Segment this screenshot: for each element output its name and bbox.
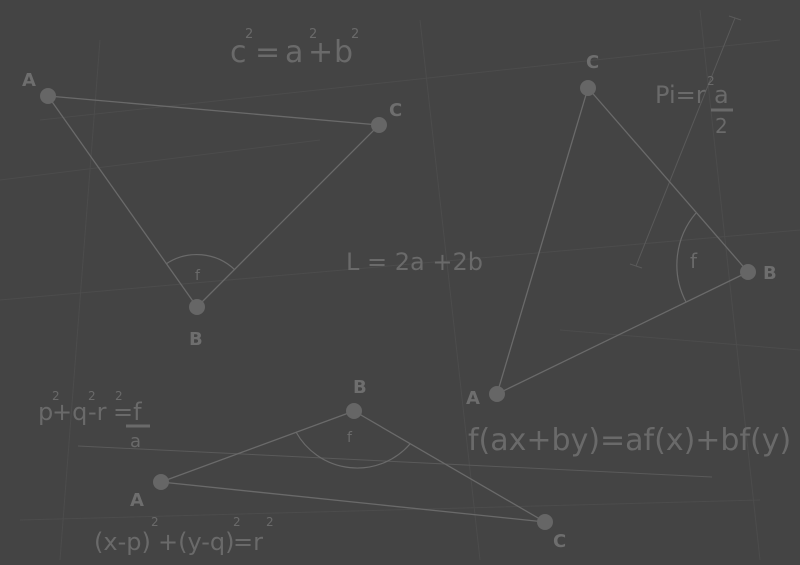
exponent-yq: 2	[233, 515, 241, 529]
edge-ab	[160, 410, 355, 483]
exponent-r: 2	[707, 74, 715, 88]
vertex-c	[537, 514, 553, 530]
triangle-right: C B A f	[466, 15, 777, 409]
vertex-label-c: C	[389, 100, 402, 121]
vertex-b	[189, 299, 205, 315]
guide-line	[77, 445, 713, 478]
edge-ba	[496, 271, 749, 395]
vertex-label-b: B	[189, 329, 203, 350]
vertex-label-c: C	[586, 52, 599, 73]
formula-linearity: f(ax+by)=af(x)+bf(y)	[468, 423, 791, 458]
formula-sum-squares: p 2 +q 2 -r 2 =f a	[38, 389, 150, 452]
formula-a: a	[285, 35, 303, 70]
exponent-p: 2	[52, 389, 60, 403]
formula-plus: +	[308, 35, 333, 70]
vertex-c	[371, 117, 387, 133]
exponent-q: 2	[88, 389, 96, 403]
vertex-a	[40, 88, 56, 104]
formula-perimeter: L = 2a +2b	[346, 248, 483, 276]
exponent-c: 2	[245, 27, 253, 42]
exponent-xp: 2	[151, 515, 159, 529]
guide-line	[635, 17, 736, 267]
formula-y-q: +(y-q)	[158, 528, 235, 556]
exponent-r: 2	[115, 389, 123, 403]
angle-arc	[676, 212, 697, 303]
edge-ab	[47, 95, 198, 308]
edge-cb	[587, 87, 749, 273]
angle-label: f	[690, 249, 698, 273]
vertex-b	[740, 264, 756, 280]
formula-minus-r: -r	[88, 398, 107, 426]
vertex-label-a: A	[22, 70, 36, 91]
edge-cb	[196, 124, 380, 308]
formula-pythagoras: c 2 = a 2 + b 2	[230, 27, 359, 70]
exponent-b: 2	[351, 27, 359, 42]
triangle-top-left: A C B f	[22, 70, 402, 350]
vertex-label-c: C	[553, 531, 566, 552]
edge-ac	[47, 95, 380, 126]
background-guides	[0, 9, 800, 561]
edge-ca	[496, 87, 589, 395]
edge-bc	[353, 410, 546, 523]
fraction-denominator: a	[130, 431, 141, 452]
vertex-label-b: B	[353, 377, 367, 398]
edge-ac	[160, 481, 546, 523]
angle-arc	[295, 431, 411, 469]
exponent-a: 2	[309, 27, 317, 42]
exponent-r: 2	[266, 515, 274, 529]
formula-circle: (x-p) 2 +(y-q) 2 =r 2	[94, 515, 274, 556]
formula-plus-q: +q	[52, 398, 87, 426]
vertex-a	[489, 386, 505, 402]
formula-b: b	[334, 35, 353, 70]
formula-pi-lhs: Pi=r	[655, 81, 706, 109]
formula-eq: =	[255, 35, 280, 70]
formula-pi: Pi=r 2 a 2	[655, 74, 733, 138]
vertex-label-b: B	[763, 263, 777, 284]
angle-label: f	[347, 430, 353, 446]
fraction-numerator: a	[714, 81, 729, 109]
formula-p: p	[38, 398, 53, 426]
formula-c: c	[230, 35, 247, 70]
vertex-b	[346, 403, 362, 419]
fraction-denominator: 2	[715, 114, 728, 138]
triangle-bottom: A B C f	[77, 377, 713, 552]
angle-arc	[165, 254, 236, 271]
vertex-label-a: A	[130, 490, 144, 511]
vertex-a	[153, 474, 169, 490]
vertex-label-a: A	[466, 388, 480, 409]
vertex-c	[580, 80, 596, 96]
angle-label: f	[195, 268, 201, 284]
formula-eq-f: =f	[113, 398, 142, 426]
formula-x-p: (x-p)	[94, 528, 151, 556]
formula-eq-r: =r	[233, 528, 263, 556]
